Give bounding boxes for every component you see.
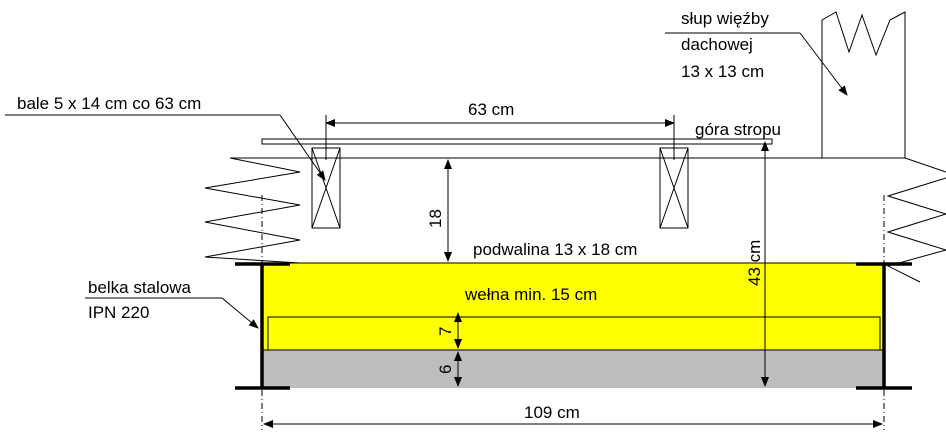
column-label-2: dachowej [681,35,753,54]
sill-label: podwalina 13 x 18 cm [473,240,637,259]
ceiling-top-label: góra stropu [695,120,781,139]
leader-planks [279,114,326,181]
beam-label-2: IPN 220 [88,303,149,322]
layer-7-label: 7 [436,327,455,336]
wool-label: wełna min. 15 cm [464,285,597,304]
break-line-left [204,157,301,264]
planks-label: bale 5 x 14 cm co 63 cm [17,94,201,113]
total-height-label: 43 cm [745,240,764,286]
roof-column [821,11,906,158]
layer-6-label: 6 [436,365,455,374]
spacing-label: 63 cm [468,100,514,119]
ceiling-plank [261,138,773,145]
concrete-layer [262,350,884,388]
width-label: 109 cm [524,403,580,422]
beam-label-1: belka stalowa [88,278,192,297]
axis-lines [261,195,885,430]
column-label-1: słup więźby [681,9,769,28]
wool-layer [262,263,884,350]
leader-column [799,32,848,96]
break-line-right [886,157,946,283]
leader-beam [221,297,259,329]
column-label-3: 13 x 13 cm [681,62,764,81]
sill-height-label: 18 [426,209,445,228]
